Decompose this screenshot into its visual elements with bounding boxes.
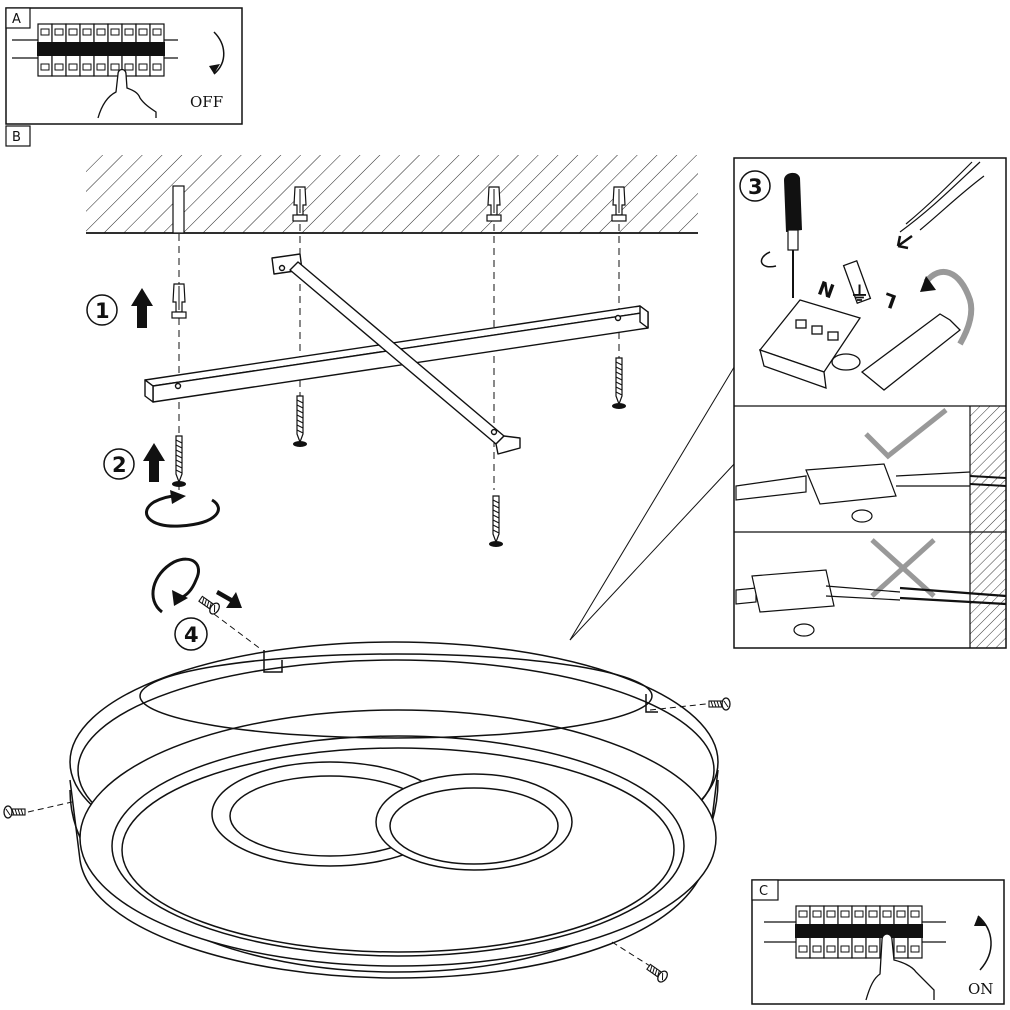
rotate-icon [145, 494, 220, 528]
mounting-bracket-icon [144, 253, 649, 455]
curved-arrow-icon [977, 915, 992, 971]
step-4-number: 4 [184, 623, 199, 647]
panel-b-mounting: B [3, 125, 737, 985]
cross-icon [870, 538, 936, 598]
hand-icon [97, 68, 157, 119]
ceiling [86, 155, 698, 233]
wiring-panel: 3 N ⏚ L [733, 157, 1007, 649]
panel-c-letter: C [759, 884, 768, 899]
hand-icon [865, 933, 935, 1001]
step-2-number: 2 [112, 453, 127, 477]
screwdriver-icon [784, 172, 802, 298]
breaker-icon [764, 905, 946, 959]
step-1-number: 1 [95, 299, 110, 323]
up-arrow-icon [131, 288, 153, 328]
panel-c-power-on: C ON [751, 879, 1005, 1005]
lamp-icon [69, 641, 719, 979]
off-label: OFF [190, 93, 223, 111]
terminal-earth-label: ⏚ [850, 283, 869, 305]
terminal-n-label: N [815, 277, 837, 303]
curved-arrow-icon [213, 31, 225, 75]
rotate-icon [151, 557, 200, 614]
checkmark-icon [864, 408, 948, 460]
terminal-block-icon [758, 259, 961, 391]
breaker-icon [12, 23, 178, 77]
panel-a-letter: A [12, 12, 21, 27]
panel-b-letter: B [12, 130, 21, 145]
step-3-number: 3 [748, 175, 763, 199]
panel-a-power-off: A OFF [5, 7, 243, 125]
on-label: ON [968, 980, 993, 998]
